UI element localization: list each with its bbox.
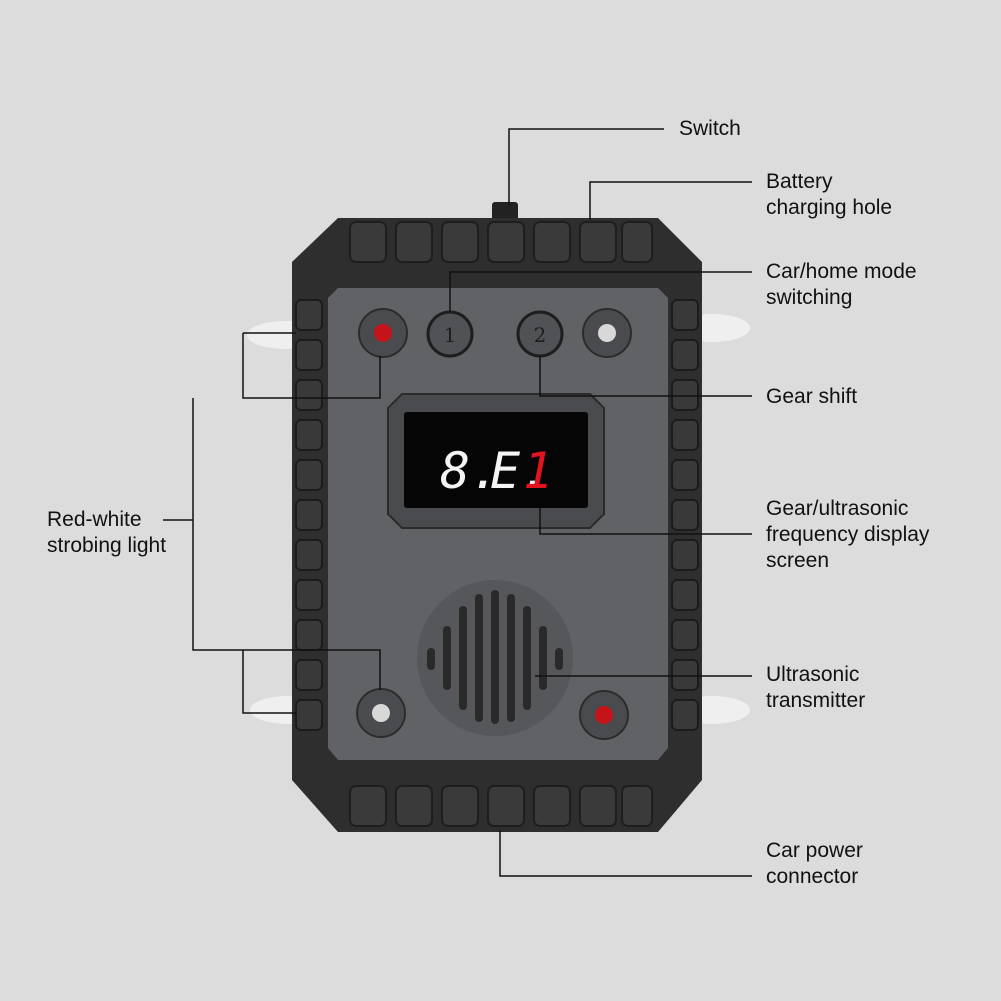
label-switch: Switch <box>679 117 741 140</box>
callout-lines <box>163 128 752 877</box>
display-digit-mid: E. <box>490 442 550 500</box>
label-strobing-light: Red-white strobing light <box>47 508 167 557</box>
label-gear-shift: Gear shift <box>766 385 858 408</box>
display-digit-left: 8. <box>440 442 500 500</box>
ultrasonic-speaker <box>417 580 573 736</box>
label-car-home-mode: Car/home mode switching <box>766 260 917 309</box>
label-display-screen: Gear/ultrasonic frequency display screen <box>766 497 930 572</box>
button-2[interactable]: 2 <box>516 310 564 358</box>
led-top-right <box>582 308 632 358</box>
display-screen: 8. E. 1 <box>387 393 605 529</box>
label-car-power-connector: Car power connector <box>766 839 863 888</box>
label-battery-charging-hole: Battery charging hole <box>766 170 893 219</box>
button-2-label: 2 <box>534 323 547 347</box>
led-top-left <box>358 308 408 358</box>
display-digit-right: 1 <box>523 442 553 500</box>
button-1[interactable]: 1 <box>426 310 474 358</box>
button-1-label: 1 <box>444 323 457 347</box>
led-bottom-left <box>356 688 406 738</box>
led-bottom-right <box>579 690 629 740</box>
label-ultrasonic-transmitter: Ultrasonic transmitter <box>766 663 866 712</box>
